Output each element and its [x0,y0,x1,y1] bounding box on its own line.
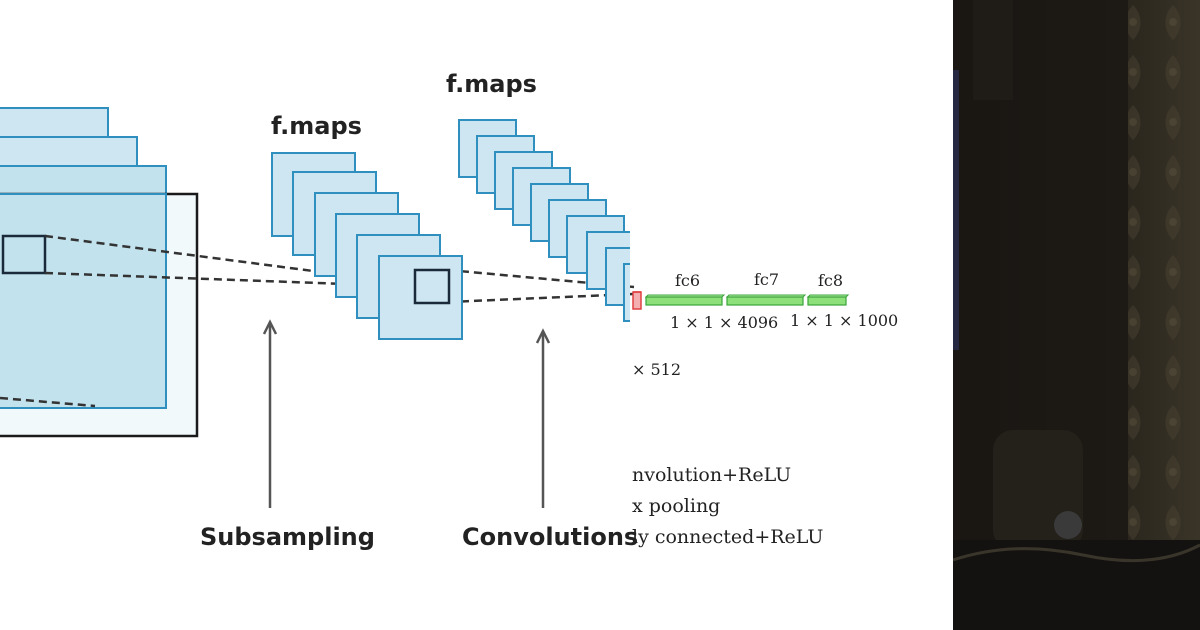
convolutions-arrow [535,328,551,508]
fc7-bar [725,294,807,306]
input-bottom-dash [0,396,96,408]
pool-dims-label: × 512 [632,360,681,379]
dark-photo-image [953,0,1200,630]
fmaps-stack-2 [458,119,630,322]
subsampling-arrow [262,319,278,508]
subsampling-label: Subsampling [200,523,375,551]
cnn-architecture-diagram: f.maps f.maps Subsampling Convolutions f… [0,70,898,551]
fmaps-label-2: f.maps [446,70,537,98]
fc-layers [644,294,850,306]
fmaps-stack-1 [271,152,463,340]
legend-fc-label: ly connected+ReLU [632,526,823,548]
fc8-dims-label: 1 × 1 × 1000 [790,311,898,330]
legend-pool-label: x pooling [632,495,720,517]
input-map-front-overlay [0,193,167,409]
fc7-label: fc7 [754,270,779,289]
fmaps-label-1: f.maps [271,112,362,140]
input-maps-stack [0,107,199,438]
legend-conv-label: nvolution+ReLU [632,464,791,486]
convolutions-label: Convolutions [462,523,638,551]
fc6-label: fc6 [675,271,700,290]
input-receptive-field [1,234,47,275]
fc6-fc7-dims-label: 1 × 1 × 4096 [670,313,778,332]
fc8-bar [806,294,850,306]
dark-photo-panel [953,0,1200,630]
fc8-label: fc8 [818,271,843,290]
pooling-block [632,291,642,310]
fc6-bar [644,294,726,306]
fmaps-1-receptive-field [413,268,451,305]
